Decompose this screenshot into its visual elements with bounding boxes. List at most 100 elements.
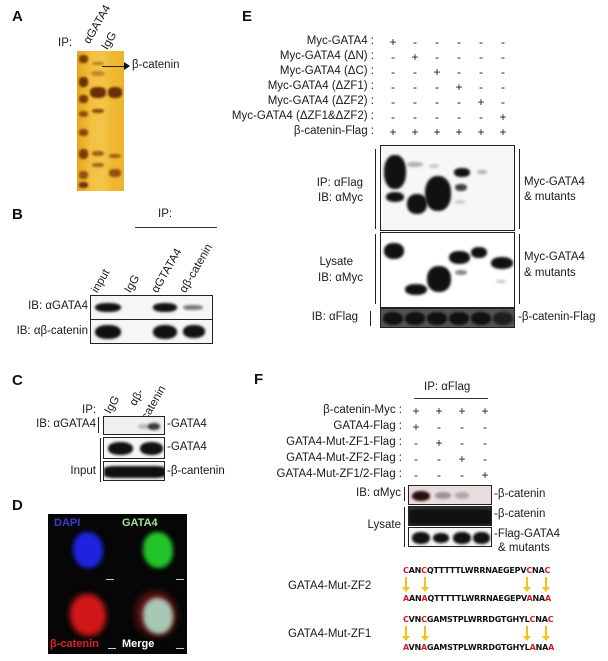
panel-b-blot-bcatenin xyxy=(90,319,213,344)
plus-minus-sign: - xyxy=(414,452,418,466)
condition-label: Myc-GATA4 (ΔC) : xyxy=(279,65,374,77)
plus-minus-sign: - xyxy=(457,50,461,64)
seq1-wild-type: CANCQTTTTTLWRRNAEGEPVCNAC xyxy=(403,566,551,575)
panel-e-blot3-left: IB: αFlag xyxy=(311,311,358,323)
panel-e-blot1-right2: & mutants xyxy=(524,191,576,203)
plus-minus-sign: + xyxy=(455,125,463,139)
panel-a-band-label: β-catenin xyxy=(132,59,180,71)
bcatenin-cell xyxy=(70,594,106,636)
plus-minus-sign: - xyxy=(435,80,439,94)
bracket-line xyxy=(98,417,99,433)
plus-minus-sign: + xyxy=(389,35,397,49)
plus-minus-sign: - xyxy=(483,420,487,434)
plus-minus-sign: - xyxy=(413,110,417,124)
bracket-line xyxy=(404,507,405,547)
blot-band xyxy=(496,280,506,283)
plus-minus-sign: - xyxy=(501,35,505,49)
plus-minus-sign: + xyxy=(411,125,419,139)
panel-b-lane-bcatenin: αβ-catenin xyxy=(177,242,216,295)
blot-band xyxy=(429,164,439,168)
blot-band xyxy=(412,491,430,501)
condition-label: Myc-GATA4 : xyxy=(306,35,374,47)
blot-band xyxy=(79,55,88,63)
bracket-line xyxy=(404,487,405,501)
panel-f-blot-lysate-gata4 xyxy=(408,527,492,547)
panel-c-letter: C xyxy=(12,372,23,389)
bracket-line xyxy=(100,438,101,482)
panel-e-blot1-left2: IB: αMyc xyxy=(318,192,363,204)
plus-minus-sign: - xyxy=(460,420,464,434)
blot-band xyxy=(491,257,513,269)
plus-minus-sign: - xyxy=(479,65,483,79)
plus-minus-sign: - xyxy=(457,65,461,79)
bcatenin-label: β-catenin xyxy=(50,638,99,650)
panel-c-blot-input-gata4 xyxy=(103,437,165,459)
seq2-name: GATA4-Mut-ZF1 xyxy=(288,628,372,640)
blot-band xyxy=(79,149,88,159)
blot-band xyxy=(383,312,403,325)
bracket-line xyxy=(519,149,520,229)
panel-e-letter: E xyxy=(242,8,253,25)
merge-nucleus xyxy=(143,598,173,634)
plus-minus-sign: - xyxy=(435,35,439,49)
plus-minus-sign: - xyxy=(437,420,441,434)
plus-minus-sign: - xyxy=(501,50,505,64)
blot-band xyxy=(104,466,164,478)
blot-band xyxy=(95,325,121,339)
seq1-mutant: AANAQTTTTTLWRRNAEGEPVANAA xyxy=(403,594,551,603)
plus-minus-sign: - xyxy=(391,80,395,94)
blot-band xyxy=(427,312,447,325)
blot-band xyxy=(79,129,88,136)
panel-c-lane-bcatenin-a: αβ- xyxy=(127,387,147,408)
panel-c-lane-igg: IgG xyxy=(102,393,123,416)
plus-minus-sign: - xyxy=(483,436,487,450)
blot-band xyxy=(183,305,203,310)
plus-minus-sign: + xyxy=(412,420,420,434)
plus-minus-sign: + xyxy=(433,125,441,139)
blot-band xyxy=(79,111,88,117)
blot-band xyxy=(92,163,104,167)
panel-e-blot2-right2: & mutants xyxy=(524,267,576,279)
panel-a-letter: A xyxy=(12,8,23,25)
panel-f-blot2-left: Lysate xyxy=(367,519,401,531)
blot-band xyxy=(427,266,451,292)
blot-band xyxy=(433,533,449,543)
plus-minus-sign: - xyxy=(435,95,439,109)
blot-band xyxy=(384,155,406,189)
blot-band xyxy=(183,325,205,338)
arrow-down-icon xyxy=(542,626,550,641)
plus-minus-sign: - xyxy=(391,50,395,64)
arrow-down-icon xyxy=(523,626,531,641)
blot-band xyxy=(412,532,430,544)
plus-minus-sign: - xyxy=(479,35,483,49)
condition-label: Myc-GATA4 (ΔZF1) : xyxy=(267,80,374,92)
blot-band xyxy=(386,192,404,202)
dapi-label: DAPI xyxy=(54,517,81,529)
panel-d-letter: D xyxy=(12,497,23,514)
blot-band xyxy=(477,170,487,174)
condition-label: β-catenin-Myc : xyxy=(323,404,402,416)
plus-minus-sign: + xyxy=(458,404,466,418)
scale-bar xyxy=(108,648,116,649)
blot-band xyxy=(455,184,467,191)
blot-band xyxy=(471,247,487,258)
blot-band xyxy=(455,270,467,275)
plus-minus-sign: - xyxy=(457,35,461,49)
panel-e-blot2-left2: IB: αMyc xyxy=(318,272,363,284)
seq2-wild-type: CVNCGAMSTPLWRRDGTGHYLCNAC xyxy=(403,615,554,624)
blot-band xyxy=(109,154,121,158)
arrow-down-icon xyxy=(421,626,429,641)
gata4-nucleus xyxy=(143,532,173,568)
plus-minus-sign: - xyxy=(413,35,417,49)
plus-minus-sign: - xyxy=(479,110,483,124)
panel-f-blot-ip xyxy=(408,485,492,505)
immunofluorescence-image: DAPI GATA4 β-catenin Merge xyxy=(48,514,187,654)
plus-minus-sign: + xyxy=(458,452,466,466)
blot-band xyxy=(109,169,121,177)
panel-b-row1-label: IB: αGATA4 xyxy=(28,300,88,312)
plus-minus-sign: + xyxy=(433,65,441,79)
blot-band xyxy=(138,424,152,429)
plus-minus-sign: - xyxy=(501,80,505,94)
blot-band xyxy=(153,325,177,339)
plus-minus-sign: - xyxy=(391,95,395,109)
